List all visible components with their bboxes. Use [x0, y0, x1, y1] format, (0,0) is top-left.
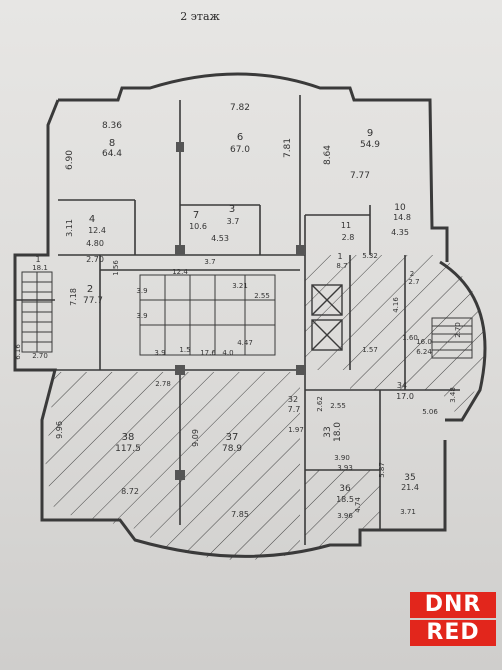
- label-c-dim-g: 3.9: [154, 349, 165, 357]
- label-r10-dim: 4.35: [391, 228, 409, 237]
- label-r36-area: 18.5: [336, 495, 354, 504]
- label-r2-area: 77.7: [83, 296, 103, 306]
- label-r7-area: 10.6: [189, 222, 207, 231]
- elevator-shafts: [311, 284, 343, 351]
- label-r9-num: 9: [367, 128, 373, 139]
- label-r37-dim-a: 9.09: [191, 429, 200, 447]
- label-r3-area: 3.7: [227, 217, 240, 226]
- label-r31-dim-a: 2.55: [330, 402, 346, 410]
- label-r37-num: 37: [226, 432, 239, 443]
- label-c-dim-d: 3.7: [204, 258, 215, 266]
- label-r2b-area: 2.7: [408, 278, 419, 286]
- label-e-dim-d: 1.60: [402, 334, 418, 342]
- label-c-dim-b: 12.4: [172, 268, 188, 276]
- watermark-line1: DNR: [410, 592, 496, 618]
- label-r11-num: 11: [341, 221, 351, 230]
- label-r34-dim-a: 3.48: [449, 387, 457, 403]
- label-r8-num: 8: [109, 138, 115, 149]
- label-r10-area: 14.8: [393, 213, 411, 222]
- label-e-dim-c: 1.57: [362, 346, 378, 354]
- label-r2-num: 2: [87, 284, 93, 295]
- hatched-area-south: [45, 372, 325, 560]
- staircase-west: [21, 271, 53, 353]
- label-e-dim-e: 2.70: [454, 322, 462, 338]
- label-r14-area: 6.24: [416, 348, 432, 356]
- label-r9-dim-c: 7.77: [350, 171, 370, 181]
- label-r6-num: 6: [237, 132, 243, 143]
- label-r6-dim: 7.82: [230, 103, 250, 113]
- label-r2-dim-b: 7.18: [69, 288, 78, 306]
- columns: [175, 142, 306, 480]
- label-r38-area: 117.5: [115, 444, 141, 454]
- label-r4-num: 4: [89, 214, 95, 225]
- label-c-dim-l: 3.9: [136, 312, 147, 320]
- watermark-line2: RED: [410, 620, 496, 646]
- label-r3-num: 3: [229, 204, 235, 215]
- label-r1-area: 18.1: [32, 264, 48, 272]
- label-r38-dim-a: 9.96: [55, 421, 64, 439]
- label-r32-dim: 1.97: [288, 426, 304, 434]
- label-r33-num: 33: [323, 426, 333, 437]
- label-c-dim-c: 3.21: [232, 282, 248, 290]
- label-e-dim-b: 4.16: [392, 297, 400, 313]
- label-r1-num: 1: [35, 255, 40, 264]
- label-r38-num: 38: [122, 432, 135, 443]
- restroom-block: [139, 274, 276, 356]
- label-r36-num: 36: [339, 484, 351, 494]
- label-r38-dim-c: 2.78: [155, 380, 171, 388]
- label-r38-dim-b: 8.72: [121, 487, 139, 496]
- label-r2-dim-a: 2.70: [86, 255, 104, 264]
- label-r32-num: 32: [288, 395, 298, 404]
- inner-walls: [15, 95, 460, 545]
- label-r37-area: 78.9: [222, 444, 242, 454]
- label-r36-dim-a: 3.93: [337, 464, 353, 472]
- label-r4-dim-b: 4.80: [86, 239, 104, 248]
- staircase-east: [431, 317, 473, 359]
- label-stair-dim-a: 6.16: [14, 344, 22, 360]
- floor-title: 2 этаж: [180, 10, 220, 23]
- label-c-dim-j: 4.47: [237, 339, 253, 347]
- label-r14-num: 16.0: [416, 338, 432, 346]
- label-r34-num: 34: [397, 381, 407, 390]
- label-r32-area: 7.7: [288, 405, 301, 414]
- label-r36-dim-b: 3.96: [337, 512, 353, 520]
- label-r9-dim-b: 8.64: [323, 145, 333, 165]
- label-r8-area: 64.4: [102, 149, 122, 159]
- label-r35-area: 21.4: [401, 483, 419, 492]
- label-stair-dim-b: 2.70: [32, 352, 48, 360]
- label-r34-dim-b: 5.06: [422, 408, 438, 416]
- label-r7-num: 7: [193, 210, 199, 221]
- label-c-dim-a: 1.56: [112, 260, 120, 276]
- label-r11-area: 2.8: [342, 233, 355, 242]
- label-r34-area: 17.0: [396, 392, 414, 401]
- label-r35-num: 35: [404, 473, 415, 483]
- label-r4-dim-a: 3.11: [65, 219, 74, 237]
- label-r10-num: 10: [394, 203, 406, 213]
- label-e-num: 1: [337, 252, 342, 261]
- label-e-dim-a: 5.32: [362, 252, 378, 260]
- label-c-dim-i: 4.0: [222, 349, 233, 357]
- label-c-dim-k: 3.9: [136, 287, 147, 295]
- label-e-area: 8.7: [336, 262, 347, 270]
- label-r7-dim: 4.53: [211, 234, 229, 243]
- label-c-dim-h: 17.6: [200, 349, 216, 357]
- label-r9-area: 54.9: [360, 140, 380, 150]
- label-r6-area: 67.0: [230, 145, 250, 155]
- label-r35-dim-b: 3.71: [400, 508, 416, 516]
- label-r37-dim-b: 7.85: [231, 510, 249, 519]
- label-r9-dim-a: 7.81: [283, 138, 293, 158]
- label-r8-dim-b: 6.90: [65, 150, 75, 170]
- label-r8-dim-a: 8.36: [102, 121, 122, 131]
- label-r2b-num: 2: [410, 270, 414, 278]
- label-c-dim-e: 2.55: [254, 292, 270, 300]
- label-r33-area: 18.0: [333, 422, 343, 442]
- label-r35-dim-a: 5.87: [378, 462, 386, 478]
- label-r4-area: 12.4: [88, 226, 106, 235]
- label-c-dim-f: 1.5: [179, 346, 190, 354]
- label-r36-dim-c: 4.74: [354, 497, 362, 513]
- label-r33-dim: 3.90: [334, 454, 350, 462]
- label-r31-dim-b: 2.62: [316, 396, 324, 412]
